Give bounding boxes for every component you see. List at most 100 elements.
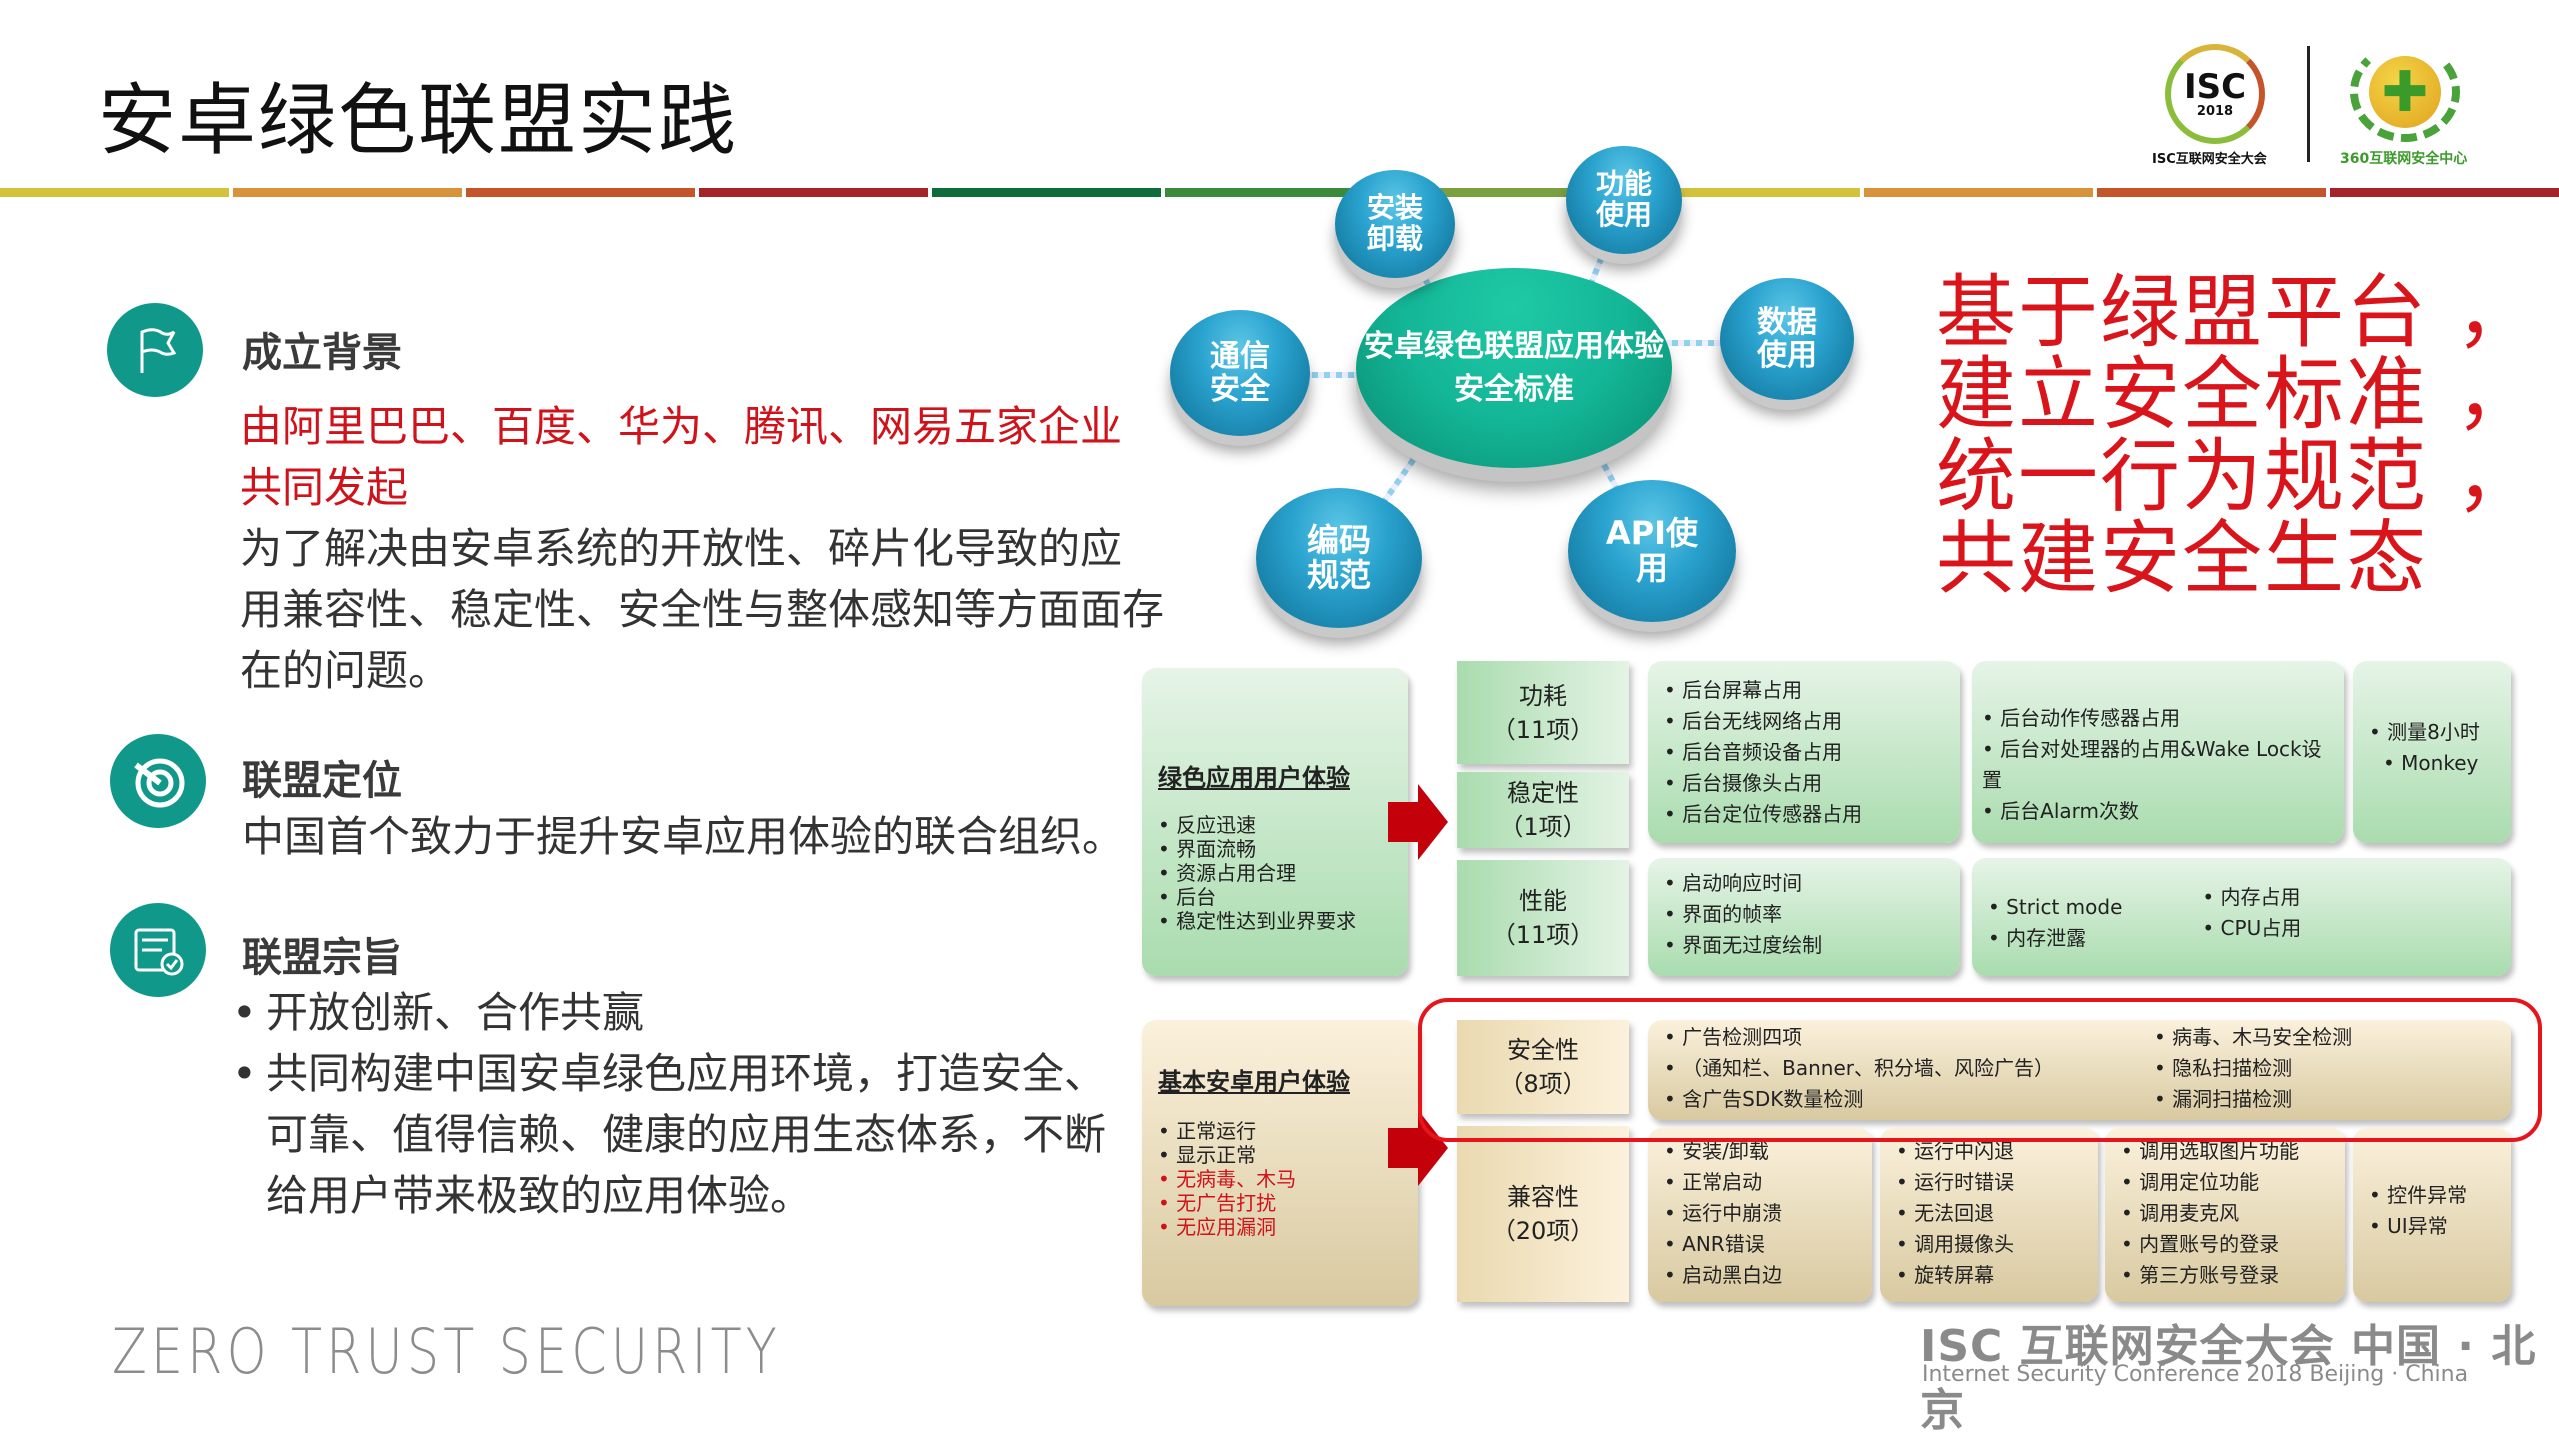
- slogan-line: 统一行为规范 ，: [1936, 430, 2538, 523]
- list-item: ANR错误: [1664, 1229, 1856, 1260]
- node-line: API使: [1605, 513, 1699, 552]
- list-item: 测量8小时: [2369, 717, 2495, 748]
- isc-logo: ISC 2018: [2165, 44, 2265, 144]
- list-item: 内置账号的登录: [2121, 1229, 2329, 1260]
- node-communication-security: 通信安全: [1170, 310, 1310, 436]
- 360-logo-caption: 360互联网安全中心: [2340, 151, 2468, 167]
- power-items-1: 后台屏幕占用 后台无线网络占用 后台音频设备占用 后台摄像头占用 后台定位传感器…: [1648, 661, 1960, 843]
- category-count: （11项）: [1491, 921, 1595, 949]
- header-divider: [0, 188, 2559, 197]
- connector: [1600, 340, 1790, 346]
- founders-line: 由阿里巴巴、百度、华为、腾讯、网易五家企业: [240, 402, 1123, 451]
- list-item: 后台屏幕占用: [1664, 675, 1944, 706]
- category-name: 性能: [1519, 887, 1567, 915]
- list-item-continued: （通知栏、Banner、积分墙、风险广告）: [1664, 1053, 2054, 1084]
- center-standard-node: 安卓绿色联盟应用体验安全标准: [1356, 268, 1672, 468]
- list-item: 后台音频设备占用: [1664, 737, 1944, 768]
- list-item: 运行中闪退: [1896, 1136, 2082, 1167]
- body-line: 在的问题。: [240, 646, 451, 695]
- compat-items-2: 运行中闪退运行时错误无法回退调用摄像头旋转屏幕: [1880, 1128, 2098, 1302]
- mission-bullet-continued: 给用户带来极致的应用体验。: [232, 1165, 1106, 1226]
- node-api-use: API使用: [1568, 480, 1736, 622]
- category-name: 兼容性: [1507, 1183, 1579, 1211]
- green-experience-list: 反应迅速 界面流畅 资源占用合理 后台 稳定性达到业界要求: [1158, 813, 1392, 933]
- list-item: 后台摄像头占用: [1664, 768, 1944, 799]
- compat-items-3: 调用选取图片功能调用定位功能调用麦克风内置账号的登录第三方账号登录: [2105, 1128, 2345, 1302]
- list-item: 内存泄露: [1988, 923, 2122, 954]
- list-item: 后台定位传感器占用: [1664, 799, 1944, 830]
- bullet-text: 可靠、值得信赖、健康的应用生态体系，不断: [266, 1110, 1107, 1159]
- arrow-right-icon: [1418, 784, 1448, 860]
- background-body: 为了解决由安卓系统的开放性、碎片化导致的应 用兼容性、稳定性、安全性与整体感知等…: [240, 518, 1164, 701]
- isc-logo-mark: ISC: [2183, 66, 2247, 107]
- header-divider-segment: [1631, 188, 1860, 197]
- logo-divider: [2307, 46, 2310, 162]
- security-items: 广告检测四项（通知栏、Banner、积分墙、风险广告）含广告SDK数量检测 病毒…: [1648, 1020, 2511, 1120]
- body-line: 为了解决由安卓系统的开放性、碎片化导致的应: [240, 524, 1123, 573]
- list-item: 后台Alarm次数: [1982, 796, 2336, 827]
- founders-line: 共同发起: [240, 463, 409, 512]
- list-item: 界面的帧率: [1664, 899, 1944, 930]
- node-line: 安装: [1366, 191, 1423, 225]
- list-item: 正常启动: [1664, 1167, 1856, 1198]
- list-item: 安装/卸载: [1664, 1136, 1856, 1167]
- header-divider-segment: [932, 188, 1161, 197]
- tagline: ZERO TRUST SECURITY: [112, 1315, 781, 1388]
- list-item: 启动响应时间: [1664, 868, 1944, 899]
- compat-items-4: 控件异常UI异常: [2353, 1128, 2511, 1302]
- mission-bullet: •开放创新、合作共赢: [232, 982, 1106, 1043]
- highlight-frame: [1418, 998, 2542, 1142]
- slogan-line: 共建安全生态: [1936, 512, 2428, 605]
- target-icon: [110, 734, 206, 828]
- list-item: 资源占用合理: [1158, 861, 1392, 885]
- list-item: 反应迅速: [1158, 813, 1392, 837]
- document-check-icon: [110, 903, 206, 997]
- category-count: （20项）: [1491, 1217, 1595, 1245]
- green-experience-box: 绿色应用用户体验 反应迅速 界面流畅 资源占用合理 后台 稳定性达到业界要求: [1142, 668, 1408, 976]
- category-name: 安全性: [1507, 1036, 1579, 1064]
- arrow-right-icon: [1388, 1128, 1418, 1168]
- list-item: 显示正常: [1158, 1143, 1402, 1167]
- section-heading-background: 成立背景: [242, 330, 402, 376]
- slogan: 基于绿盟平台 ， 建立安全标准 ， 统一行为规范 ， 共建安全生态: [1936, 272, 2537, 600]
- 360-logo: ✚: [2350, 42, 2460, 142]
- center-line: 安全标准: [1454, 372, 1574, 407]
- list-item-highlight: 无病毒、木马: [1158, 1167, 1402, 1191]
- category-name: 稳定性: [1507, 779, 1579, 807]
- category-security: 安全性（8项）: [1457, 1020, 1629, 1114]
- list-text: （通知栏、Banner、积分墙、风险广告）: [1682, 1056, 2055, 1080]
- basic-experience-box: 基本安卓用户体验 正常运行 显示正常 无病毒、木马 无广告打扰 无应用漏洞: [1142, 1020, 1418, 1306]
- header-divider-segment: [2097, 188, 2326, 197]
- node-coding-standard: 编码规范: [1256, 488, 1422, 628]
- node-line: 安全: [1210, 372, 1270, 407]
- section-heading-positioning: 联盟定位: [242, 758, 402, 804]
- list-item: 调用选取图片功能: [2121, 1136, 2329, 1167]
- list-item: UI异常: [2369, 1211, 2495, 1242]
- header-divider-segment: [699, 188, 928, 197]
- list-text: Monkey: [2401, 751, 2479, 775]
- list-item: 调用摄像头: [1896, 1229, 2082, 1260]
- node-line: 用: [1635, 549, 1668, 587]
- section-heading-mission: 联盟宗旨: [242, 935, 402, 981]
- list-item: 稳定性达到业界要求: [1158, 909, 1392, 933]
- list-item: 内存占用: [2202, 882, 2301, 913]
- list-item: 后台: [1158, 885, 1392, 909]
- flag-icon: [107, 303, 203, 397]
- node-line: 功能: [1595, 167, 1652, 201]
- founders-text: 由阿里巴巴、百度、华为、腾讯、网易五家企业 共同发起: [240, 396, 1122, 518]
- category-power: 功耗（11项）: [1457, 661, 1629, 764]
- header-divider-segment: [233, 188, 462, 197]
- node-line: 使用: [1595, 198, 1652, 231]
- list-item: 界面无过度绘制: [1664, 930, 1944, 961]
- green-experience-title: 绿色应用用户体验: [1158, 764, 1350, 792]
- header-divider-segment: [2330, 188, 2559, 197]
- category-count: （11项）: [1491, 715, 1595, 744]
- header-divider-segment: [466, 188, 695, 197]
- header-divider-segment: [1864, 188, 2093, 197]
- footer-conference-cn: ISC 互联网安全大会 中国 · 北京: [1920, 1321, 2537, 1436]
- list-item: 广告检测四项: [1664, 1022, 2054, 1053]
- laurel-icon: [2350, 42, 2460, 142]
- header-divider-segment: [0, 188, 229, 197]
- bullet-text: 开放创新、合作共赢: [266, 988, 645, 1037]
- list-item: 后台动作传感器占用: [1982, 703, 2336, 734]
